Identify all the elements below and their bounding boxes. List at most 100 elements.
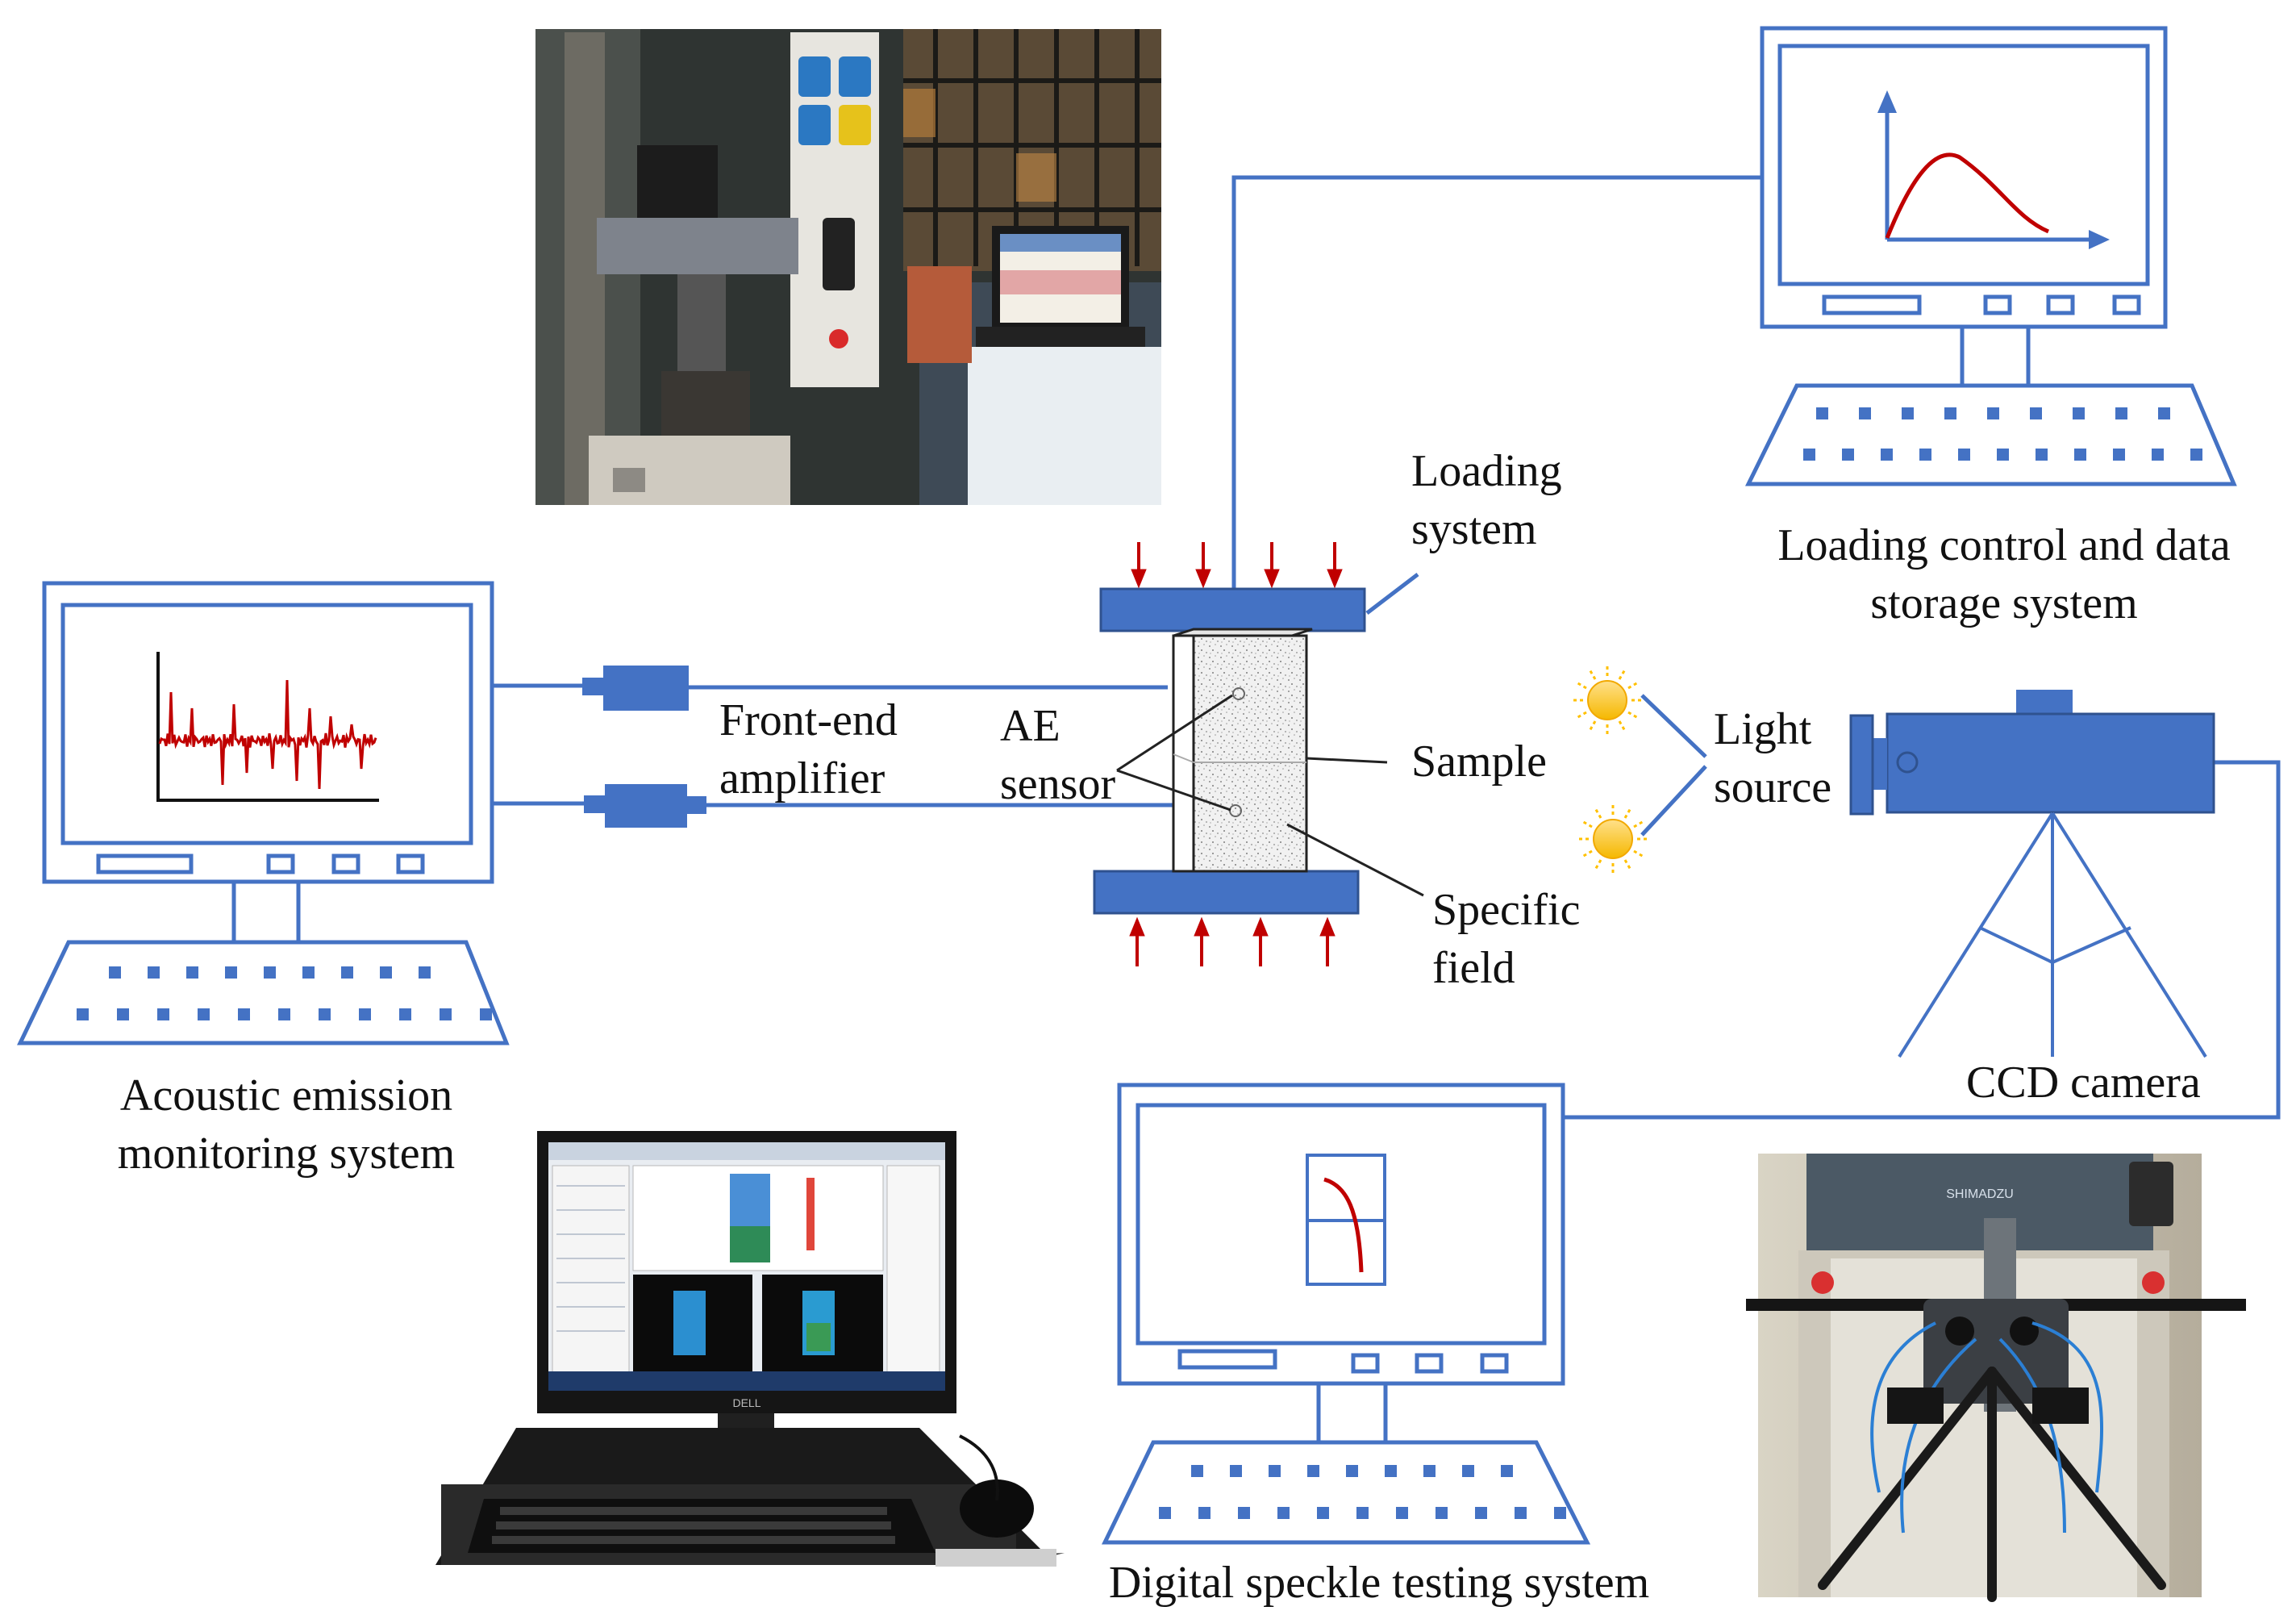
keyboard-key — [1423, 1465, 1436, 1477]
keyboard-key — [440, 1008, 452, 1020]
keyboard-key — [1944, 407, 1956, 419]
keyboard-key — [1269, 1465, 1281, 1477]
ccd-camera-label: CCD camera — [1966, 1058, 2201, 1108]
keyboard-key — [319, 1008, 331, 1020]
loading-system-label: Loading system — [1411, 446, 1562, 554]
sun-ray — [1618, 720, 1627, 732]
keyboard-key — [157, 1008, 169, 1020]
keyboard-key — [1987, 407, 1999, 419]
dic-field-plot — [1306, 1154, 1386, 1286]
ae-sensor-top — [1232, 687, 1245, 700]
keyboard-key — [480, 1008, 492, 1020]
sample — [1172, 628, 1313, 873]
monitor-icon — [1760, 26, 2168, 386]
keyboard-key — [1356, 1507, 1369, 1519]
loading-control-label: Loading control and data storage system — [1777, 520, 2231, 628]
load-arrows-top — [1131, 542, 1343, 589]
keyboard-key — [186, 966, 198, 979]
keyboard-key — [1385, 1465, 1397, 1477]
sun-ray — [1633, 820, 1644, 828]
keyboard-key — [1238, 1507, 1250, 1519]
stress-strain-plot — [1877, 90, 2110, 249]
keyboard-key — [2115, 407, 2127, 419]
keyboard-key — [2036, 449, 2048, 461]
sun-icon — [1577, 803, 1648, 874]
keyboard-key — [2073, 407, 2085, 419]
keyboard-key — [302, 966, 315, 979]
sun-ray — [1623, 859, 1632, 870]
front-end-amplifier-bottom — [584, 784, 706, 828]
keyboard-key — [2152, 449, 2164, 461]
keyboard-key — [198, 1008, 210, 1020]
keyboard-key — [1859, 407, 1871, 419]
keyboard-key — [1958, 449, 1970, 461]
keyboard-key — [1462, 1465, 1474, 1477]
keyboard-key — [225, 966, 237, 979]
loading-machine-photo — [535, 29, 1161, 505]
keyboard-key — [1501, 1465, 1513, 1477]
digital-speckle-computer — [1102, 1083, 1591, 1545]
machine-brand-text: SHIMADZU — [1946, 1187, 2014, 1201]
keyboard-key — [2158, 407, 2170, 419]
keyboard-key — [1277, 1507, 1290, 1519]
keyboard-key — [117, 1008, 129, 1020]
keyboard-key — [1475, 1507, 1487, 1519]
light-source-label: Light source — [1714, 704, 1832, 812]
keyboard-key — [1515, 1507, 1527, 1519]
ae-workstation-photo: DELL — [435, 1131, 1065, 1567]
sun-ray — [1588, 669, 1597, 680]
keyboard-key — [1317, 1507, 1329, 1519]
keyboard-icon — [1744, 383, 2237, 486]
monitor-icon — [1117, 1083, 1565, 1442]
sun-ray — [1594, 808, 1602, 819]
lower-platen — [1093, 870, 1360, 915]
keyboard-key — [1346, 1465, 1358, 1477]
front-end-amplifier-label: Front-end amplifier — [719, 695, 898, 803]
sun-ray — [1576, 681, 1587, 690]
ae-monitoring-computer — [17, 581, 510, 1045]
keyboard-key — [1307, 1465, 1319, 1477]
keyboard-key — [1919, 449, 1931, 461]
keyboard-key — [2190, 449, 2202, 461]
loading-control-computer — [1744, 26, 2237, 486]
load-arrows-bottom — [1129, 916, 1336, 966]
acoustic-emission-label: Acoustic emission monitoring system — [117, 1070, 456, 1179]
loading-frame — [1093, 542, 1424, 966]
keyboard-key — [77, 1008, 89, 1020]
sun-ray — [1576, 711, 1587, 720]
keyboard-key — [1881, 449, 1893, 461]
keyboard-key — [1436, 1507, 1448, 1519]
keyboard-key — [1997, 449, 2009, 461]
keyboard-key — [1159, 1507, 1171, 1519]
sun-ray — [1627, 711, 1639, 720]
sun-ray — [1581, 849, 1593, 858]
sun-ray — [1594, 859, 1602, 870]
keyboard-key — [278, 1008, 290, 1020]
keyboard-key — [2030, 407, 2042, 419]
sun-ray — [1623, 808, 1632, 819]
keyboard-key — [1816, 407, 1828, 419]
sun-icon — [1572, 665, 1643, 736]
keyboard-key — [1554, 1507, 1566, 1519]
keyboard-key — [419, 966, 431, 979]
keyboard-key — [264, 966, 276, 979]
keyboard-key — [1842, 449, 1854, 461]
keyboard-key — [399, 1008, 411, 1020]
ae-signal-plot — [156, 652, 379, 802]
dic-setup-photo: SHIMADZU — [1746, 1154, 2246, 1602]
monitor-icon — [42, 581, 494, 942]
keyboard-key — [238, 1008, 250, 1020]
sun-ray — [1581, 820, 1593, 828]
ae-sensor-label: AE sensor — [1000, 701, 1116, 809]
tripod-icon — [1898, 812, 2207, 1058]
keyboard-key — [109, 966, 121, 979]
keyboard-key — [2113, 449, 2125, 461]
ccd-camera-icon — [1849, 690, 2215, 816]
sample-label: Sample — [1411, 737, 1547, 787]
keyboard-icon — [1102, 1440, 1591, 1545]
digital-speckle-label: Digital speckle testing system — [1108, 1558, 1650, 1608]
keyboard-key — [1191, 1465, 1203, 1477]
connection-lines — [492, 175, 2281, 1120]
specific-field-label: Specific field — [1432, 885, 1581, 993]
